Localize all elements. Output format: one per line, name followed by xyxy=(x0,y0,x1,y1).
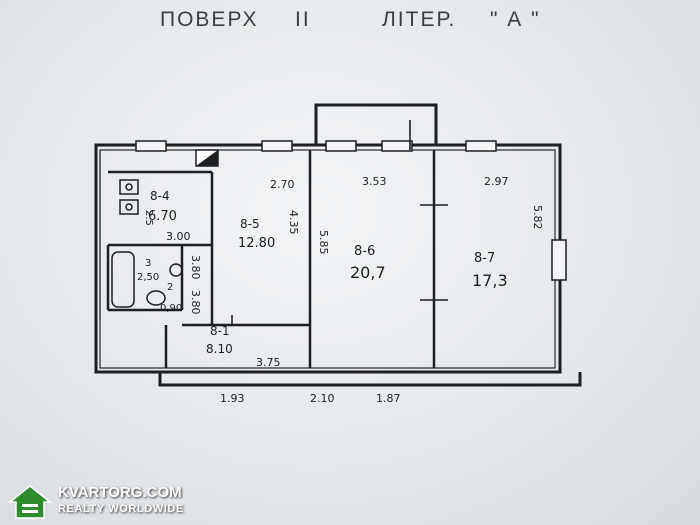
dim-8-5-length: 4.35 xyxy=(287,210,300,235)
dim-8-4-width: 3.00 xyxy=(166,230,191,243)
dim-8-4-length: 2.5 xyxy=(143,210,154,226)
letter-label: ЛІТЕР. xyxy=(382,8,457,31)
dim-8-6-width: 3.53 xyxy=(362,175,387,188)
floor-label: ПОВЕРХ xyxy=(160,8,259,31)
bottom-dim-1: 1.93 xyxy=(220,392,245,405)
dim-8-6-length: 5.85 xyxy=(317,230,330,255)
room-area-8-1: 8.10 xyxy=(206,342,233,356)
interior-walls xyxy=(106,150,436,368)
dim-8-7-length: 5.82 xyxy=(531,205,544,230)
room-id-8-4: 8-4 xyxy=(150,189,170,203)
brand-tagline: REALTY WORLDWIDE xyxy=(58,503,184,515)
bath-area: 2,50 xyxy=(137,272,159,283)
bath-number: 3 xyxy=(145,258,151,269)
letter-value: " А " xyxy=(490,8,541,31)
room-area-8-7: 17,3 xyxy=(472,271,508,290)
dim-8-1-width: 3.75 xyxy=(256,356,281,369)
bathroom-fixtures xyxy=(111,179,183,308)
room-area-8-6: 20,7 xyxy=(350,263,386,282)
door-marks xyxy=(231,120,448,325)
room-id-8-1: 8-1 xyxy=(210,324,230,338)
room-id-8-7: 8-7 xyxy=(474,251,495,266)
dim-8-7-width: 2.97 xyxy=(484,175,509,188)
wc-area: 0,90 xyxy=(160,303,182,314)
room-area-8-5: 12.80 xyxy=(238,236,275,251)
brand-name: KVARTORG.COM xyxy=(58,484,182,501)
dim-8-5-width: 2.70 xyxy=(270,178,295,191)
house-icon xyxy=(8,485,52,519)
bottom-dim-2: 2.10 xyxy=(310,392,335,405)
vent-shaft-icon xyxy=(195,149,219,167)
watermark-logo: KVARTORG.COM REALTY WORLDWIDE xyxy=(8,482,238,522)
floor-number: II xyxy=(295,8,311,31)
bottom-dim-3: 1.87 xyxy=(376,392,401,405)
windows xyxy=(135,140,567,281)
room-id-8-5: 8-5 xyxy=(240,217,260,231)
dim-wc-length: 3.80 xyxy=(189,290,202,315)
dim-hall-length: 3.80 xyxy=(189,255,202,280)
room-id-8-6: 8-6 xyxy=(354,244,375,259)
wc-number: 2 xyxy=(167,282,173,293)
room-area-8-4: 6.70 xyxy=(148,209,177,224)
